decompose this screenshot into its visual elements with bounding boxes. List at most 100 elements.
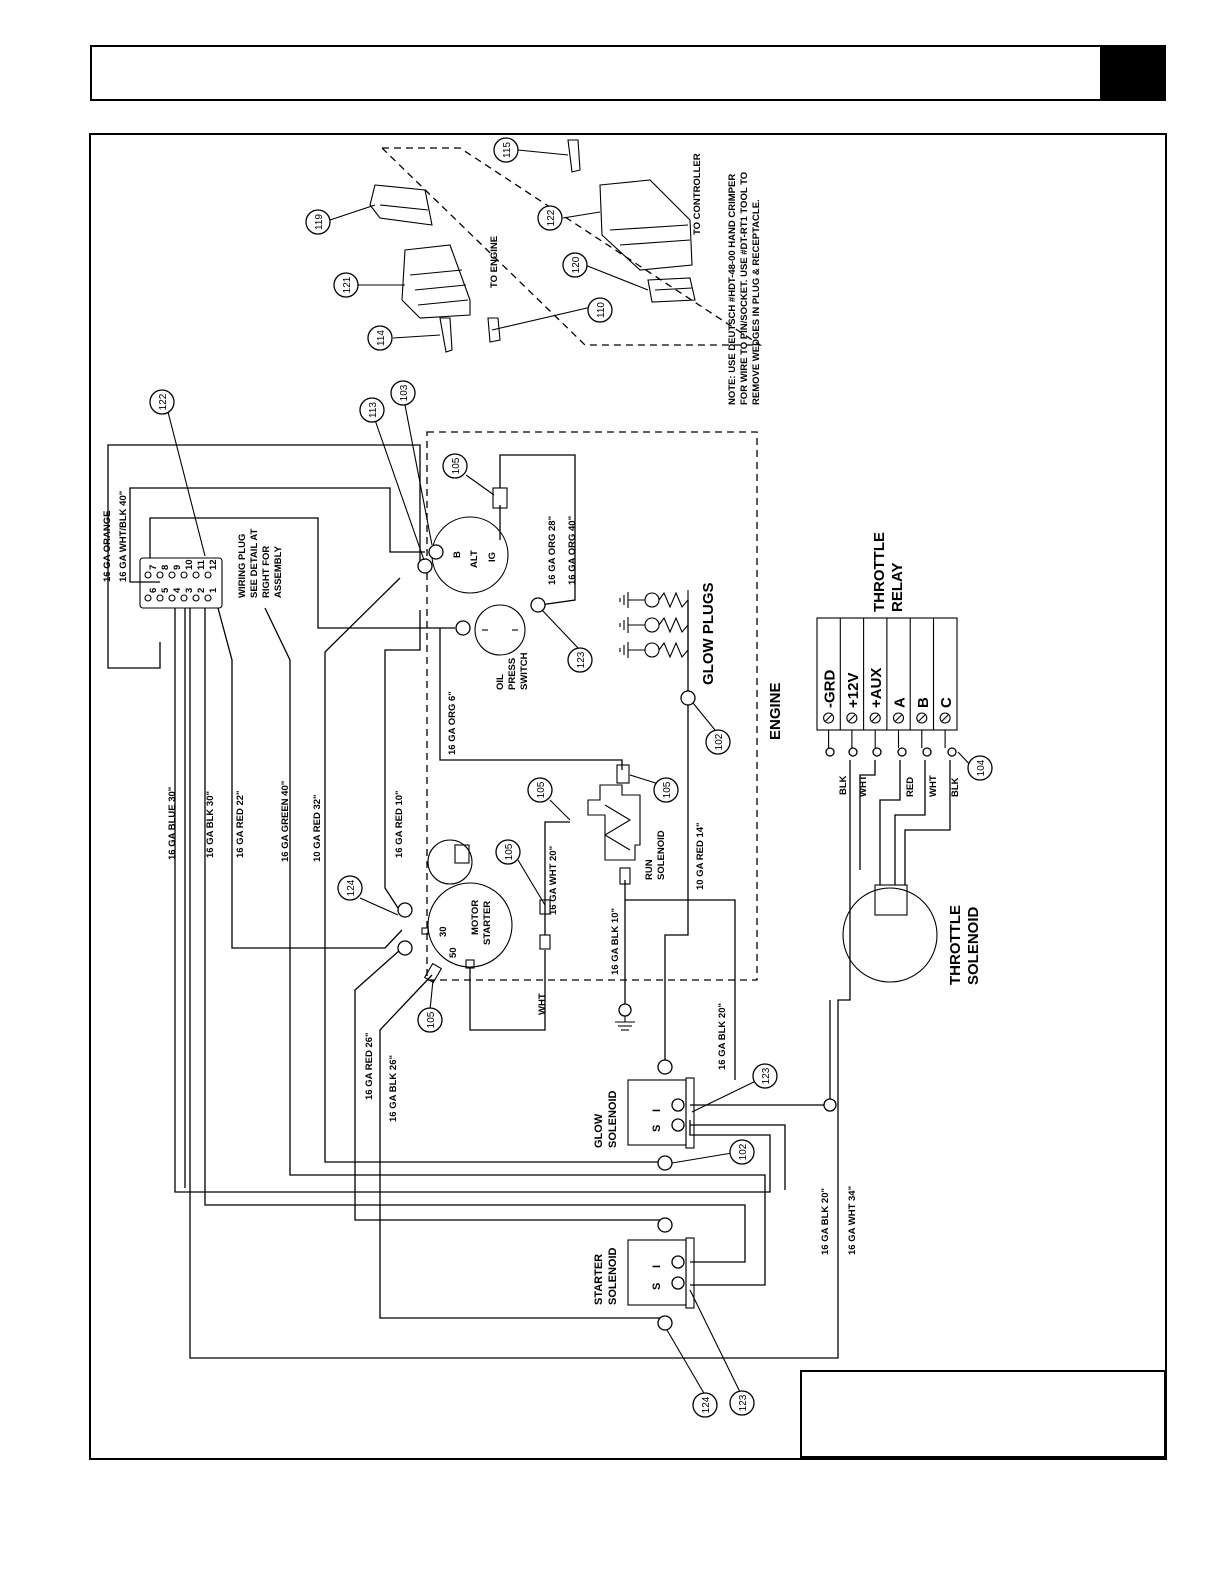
label-red10-32: 10 GA RED 32" xyxy=(312,794,323,862)
wiring-plug-label-3: RIGHT FOR xyxy=(261,546,272,598)
glow-sol-i: I xyxy=(651,1109,663,1112)
callout-113: 113 xyxy=(359,397,385,423)
label-red-26: 16 GA RED 26" xyxy=(364,1032,375,1100)
plug-pin-hole xyxy=(168,594,176,602)
alt-connector-105 xyxy=(492,487,508,509)
relay-terminal-label: +12V xyxy=(845,673,862,708)
svg-text:114: 114 xyxy=(376,330,387,346)
callout-120: 120 xyxy=(562,252,588,278)
plug-pin-hole xyxy=(156,571,164,579)
terminals xyxy=(397,544,957,1112)
oil-label-1: OIL xyxy=(495,674,506,690)
plug-pin-number: 8 xyxy=(160,565,171,570)
plug-pin-hole xyxy=(204,571,212,579)
callout-102-glow: 102 xyxy=(705,729,731,755)
engine-label: ENGINE xyxy=(767,682,784,740)
relay-terminal-label: -GRD xyxy=(822,670,839,708)
label-relay-red: RED xyxy=(905,777,916,797)
oil-label-2: PRESS xyxy=(507,658,518,690)
part-121-plug xyxy=(401,244,471,319)
glow-plugs: GLOW PLUGS xyxy=(619,583,717,686)
motor-label-2: STARTER xyxy=(482,901,493,945)
plug-pin-hole xyxy=(156,594,164,602)
label-relay-wht: WHT xyxy=(858,775,869,797)
glow-sol-s: S xyxy=(651,1125,663,1132)
svg-text:105: 105 xyxy=(451,457,462,474)
svg-text:123: 123 xyxy=(738,1394,749,1411)
motor-connector-105 xyxy=(423,962,443,984)
title-block xyxy=(800,1370,1166,1458)
svg-text:113: 113 xyxy=(368,402,379,418)
glow-sol-label-1: GLOW xyxy=(593,1113,605,1148)
relay-screw-icon xyxy=(823,712,835,724)
label-relay-blk: BLK xyxy=(838,775,849,795)
motor-starter: MOTOR STARTER 30 50 xyxy=(421,839,551,984)
svg-text:102: 102 xyxy=(738,1143,749,1160)
ground-symbol xyxy=(615,1003,635,1031)
header-tab xyxy=(1100,47,1164,99)
glow-plugs-label: GLOW PLUGS xyxy=(700,583,717,686)
glow-plug xyxy=(619,616,689,634)
callout-104: 104 xyxy=(967,755,993,781)
label-blk-26: 16 GA BLK 26" xyxy=(388,1055,399,1122)
plug-pin-hole xyxy=(144,571,152,579)
svg-text:122: 122 xyxy=(158,393,169,410)
alt-b-label: B xyxy=(452,551,463,558)
starter-sol-label-2: SOLENOID xyxy=(607,1247,619,1305)
svg-text:115: 115 xyxy=(502,142,513,158)
plug-pin-hole xyxy=(168,571,176,579)
wiring-plug-label-4: ASSEMBLY xyxy=(273,545,284,598)
plug-pin-number: 12 xyxy=(208,559,219,570)
callout-leaders xyxy=(167,404,976,1396)
throttle-relay-label-1: THROTTLE xyxy=(871,532,888,612)
starter-solenoid: I S STARTER SOLENOID xyxy=(593,1217,695,1331)
plug-pin-number: 3 xyxy=(184,588,195,593)
alt-name-label: ALT xyxy=(469,550,480,568)
oil-label-3: SWITCH xyxy=(519,652,530,690)
plug-pin-hole xyxy=(180,571,188,579)
svg-text:105: 105 xyxy=(504,843,515,860)
label-wht-short: WHT xyxy=(537,993,548,1015)
motor-terminal-50: 50 xyxy=(448,947,459,958)
label-blk-10: 16 GA BLK 10" xyxy=(610,908,621,975)
motor-terminal-30: 30 xyxy=(438,926,449,937)
callout-121: 121 xyxy=(333,272,359,298)
relay-screw-icon xyxy=(869,712,881,724)
to-engine-label: TO ENGINE xyxy=(489,236,500,288)
label-orange: 16 GA ORANGE xyxy=(102,511,113,582)
svg-text:103: 103 xyxy=(399,384,410,401)
callout-122-detail: 122 xyxy=(537,205,563,231)
relay-screw-icon xyxy=(939,712,951,724)
run-connector-105 xyxy=(616,764,630,784)
plug-pin-hole xyxy=(204,594,212,602)
callout-105-starter: 105 xyxy=(417,1007,443,1033)
diagram-frame xyxy=(89,133,1167,1460)
callout-119: 119 xyxy=(305,209,331,235)
callout-105-motor: 105 xyxy=(495,839,521,865)
glow-plug xyxy=(619,641,689,659)
svg-text:104: 104 xyxy=(976,759,987,776)
plug-pin-number: 9 xyxy=(172,565,183,570)
callout-105-alt: 105 xyxy=(442,453,468,479)
relay-screw-icon xyxy=(916,712,928,724)
motor-label-1: MOTOR xyxy=(470,900,481,935)
svg-text:120: 120 xyxy=(571,256,582,273)
plug-pin-hole xyxy=(180,594,188,602)
svg-text:105: 105 xyxy=(536,781,547,798)
callout-103: 103 xyxy=(390,380,416,406)
callout-124-bottom: 124 xyxy=(692,1392,718,1418)
svg-text:124: 124 xyxy=(701,1396,712,1413)
label-blk-30: 16 GA BLK 30" xyxy=(205,791,216,858)
callout-115: 115 xyxy=(493,137,519,163)
plug-pin-number: 7 xyxy=(148,565,159,570)
part-122-receptacle xyxy=(599,179,693,271)
engine-boundary xyxy=(426,431,758,981)
label-red-10: 16 GA RED 10" xyxy=(394,790,405,858)
label-red-22: 16 GA RED 22" xyxy=(235,790,246,858)
label-org-28: 16 GA ORG 28" xyxy=(547,516,558,585)
page-header-bar xyxy=(90,45,1166,101)
note-line-1: NOTE: USE DEUTSCH #HDT-48-00 HAND CRIMPE… xyxy=(727,174,738,405)
run-label-2: SOLENOID xyxy=(656,830,667,880)
glow-plug xyxy=(619,591,689,609)
